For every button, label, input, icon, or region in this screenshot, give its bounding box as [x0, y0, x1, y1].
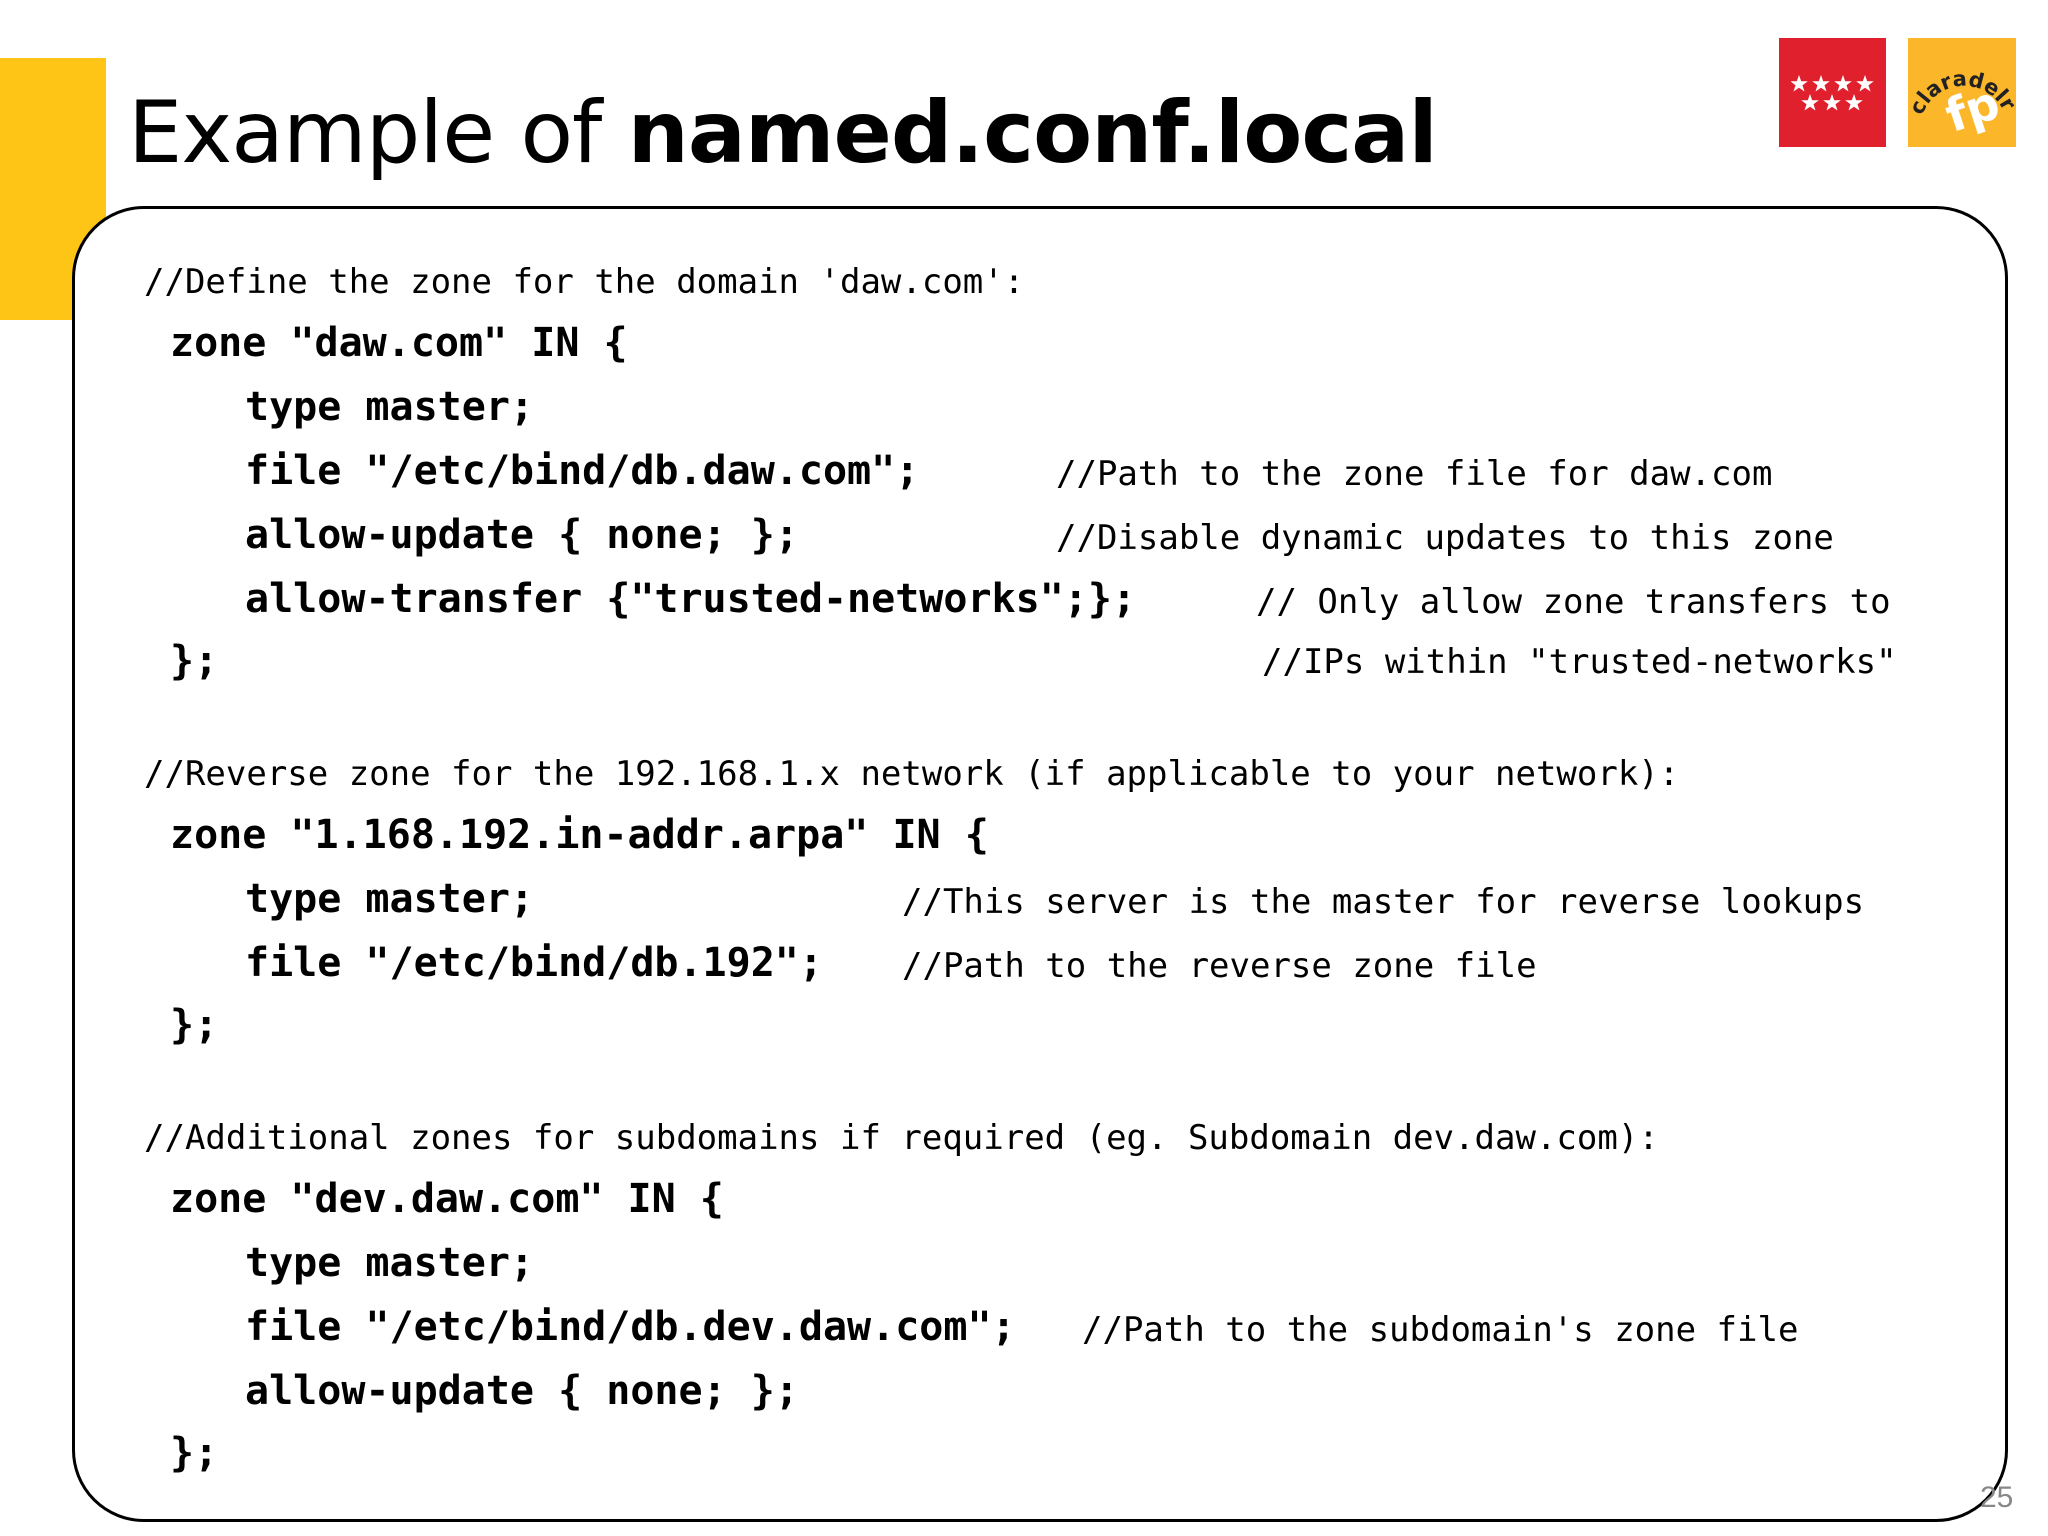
comment-define-zone: //Define the zone for the domain 'daw.co… — [144, 262, 1025, 302]
zone3-file: file "/etc/bind/db.dev.daw.com"; — [245, 1304, 1016, 1350]
zone2-file-comment: //Path to the reverse zone file — [902, 946, 1537, 986]
claradelrey-fp-logo: claradelrey fp — [1908, 38, 2016, 147]
zone3-close: }; — [170, 1430, 219, 1476]
zone1-file: file "/etc/bind/db.daw.com"; — [245, 448, 920, 494]
zone1-allow-update-comment: //Disable dynamic updates to this zone — [1056, 518, 1834, 558]
zone2-close: }; — [170, 1002, 219, 1048]
comment-additional-zones: //Additional zones for subdomains if req… — [144, 1118, 1659, 1158]
zone1-close-comment: //IPs within "trusted-networks" — [1262, 642, 1897, 682]
zone1-open: zone "daw.com" IN { — [170, 320, 628, 366]
zone3-open: zone "dev.daw.com" IN { — [170, 1176, 724, 1222]
zone3-allow-update: allow-update { none; }; — [245, 1368, 799, 1414]
zone2-file: file "/etc/bind/db.192"; — [245, 940, 823, 986]
zone3-type: type master; — [245, 1240, 534, 1286]
title-filename: named.conf.local — [627, 83, 1438, 183]
zone2-type: type master; — [245, 876, 534, 922]
zone1-allow-transfer: allow-transfer {"trusted-networks";}; — [245, 576, 1137, 622]
zone1-close: }; — [170, 638, 219, 684]
page-number: 25 — [1980, 1481, 2014, 1514]
stars-icon — [1790, 74, 1874, 110]
zone1-allow-update: allow-update { none; }; — [245, 512, 799, 558]
zone2-open: zone "1.168.192.in-addr.arpa" IN { — [170, 812, 989, 858]
zone3-file-comment: //Path to the subdomain's zone file — [1082, 1310, 1799, 1350]
zone1-type: type master; — [245, 384, 534, 430]
comment-reverse-zone: //Reverse zone for the 192.168.1.x netwo… — [144, 754, 1680, 794]
title-prefix: Example of — [128, 83, 628, 183]
code-block — [72, 206, 2008, 1522]
zone1-allow-transfer-comment: // Only allow zone transfers to — [1256, 582, 1891, 622]
zone1-file-comment: //Path to the zone file for daw.com — [1056, 454, 1773, 494]
zone2-type-comment: //This server is the master for reverse … — [902, 882, 1865, 922]
page-title: Example of named.conf.local — [128, 78, 1438, 188]
claradelrey-wordmark-icon: claradelrey — [1908, 38, 2016, 118]
madrid-logo — [1779, 38, 1886, 147]
